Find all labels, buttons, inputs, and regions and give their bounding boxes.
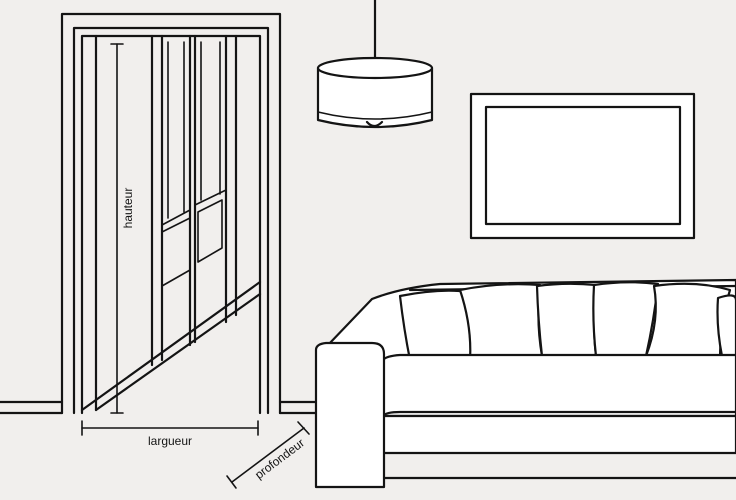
height-dimension: hauteur <box>110 43 135 414</box>
sofa <box>314 278 736 489</box>
picture-frame <box>469 92 696 240</box>
width-dimension: largueur <box>81 420 259 448</box>
width-label: largueur <box>148 434 192 448</box>
door-frame <box>60 12 282 415</box>
height-label: hauteur <box>121 188 135 229</box>
floor-line <box>0 400 320 415</box>
depth-dimension: profondeur <box>226 421 310 489</box>
interior-door <box>80 34 262 412</box>
pendant-lamp <box>316 0 434 129</box>
depth-label: profondeur <box>252 436 307 482</box>
